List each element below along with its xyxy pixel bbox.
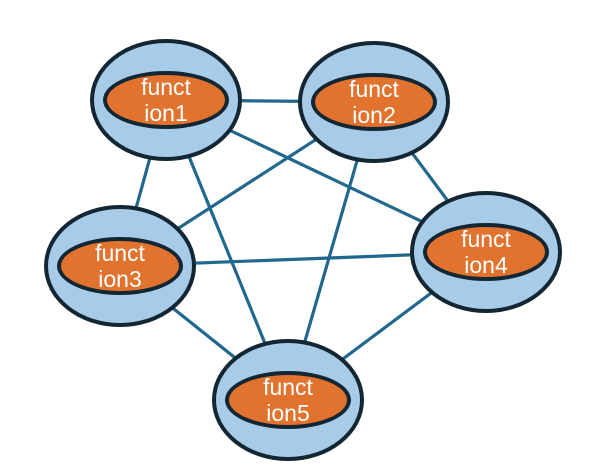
node-label-line2: ion5: [266, 400, 310, 426]
node-label-line2: ion1: [144, 100, 188, 126]
node-label-line1: funct: [263, 374, 313, 400]
node-label-line1: funct: [349, 76, 399, 102]
node-label-line2: ion2: [352, 102, 396, 128]
node-label-line1: funct: [461, 226, 511, 252]
node-label-line1: funct: [95, 240, 145, 266]
node-label-line1: funct: [141, 74, 191, 100]
node-label-line2: ion4: [464, 252, 508, 278]
node-label-line2: ion3: [98, 266, 142, 292]
